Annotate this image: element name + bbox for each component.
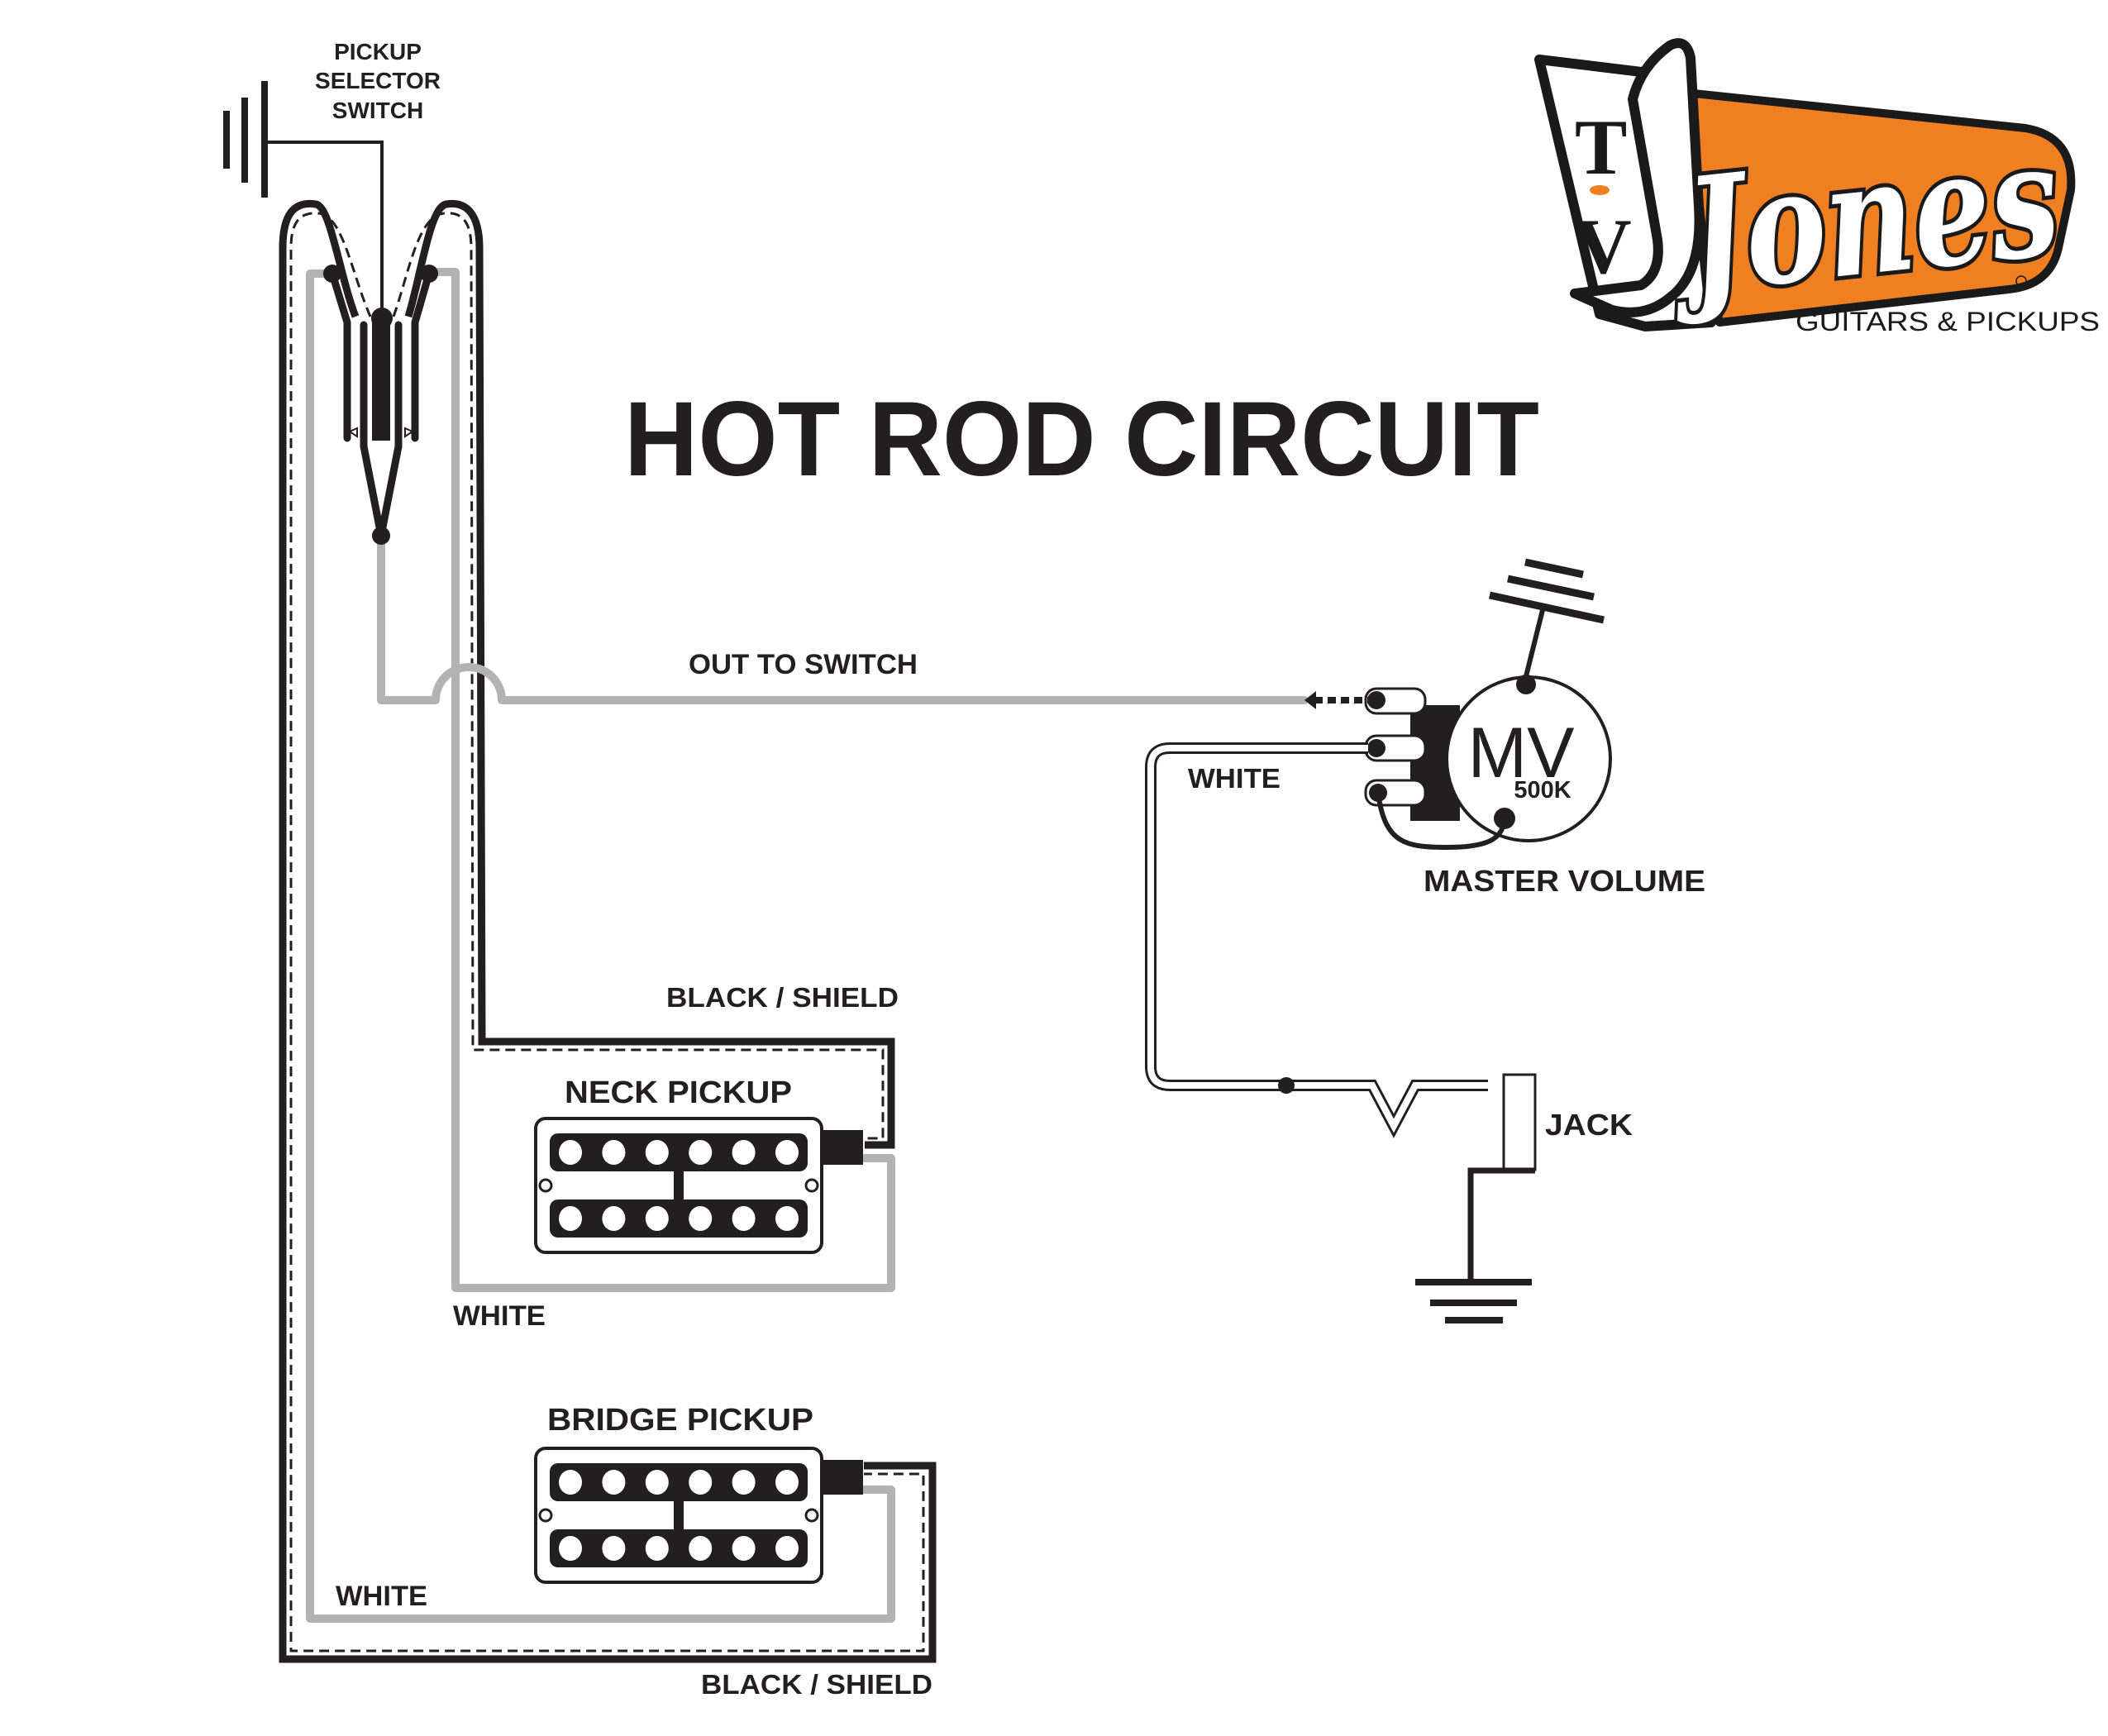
- switch-ground-icon: [223, 81, 384, 317]
- wire-junction-dot: [1278, 1077, 1295, 1094]
- pot-name: MV: [1468, 713, 1575, 793]
- out-to-switch-label: OUT TO SWITCH: [689, 649, 918, 680]
- arrow-left-icon: [1304, 691, 1368, 709]
- pot-value: 500K: [1514, 777, 1571, 804]
- pot-lug-output: [1367, 691, 1385, 709]
- pole-piece: [775, 1470, 799, 1495]
- pot-lug-wiper: [1367, 739, 1385, 757]
- neck-pickup-label: NECK PICKUP: [565, 1075, 792, 1110]
- bridge-pickup-label: BRIDGE PICKUP: [547, 1403, 813, 1438]
- label-line-selector: SELECTOR: [315, 68, 441, 93]
- jack-label: JACK: [1545, 1108, 1633, 1142]
- pole-piece: [602, 1206, 626, 1231]
- switch-terminal-common: [371, 308, 393, 329]
- pole-piece: [559, 1140, 582, 1165]
- neck-white-label: WHITE: [453, 1300, 546, 1332]
- white-wire-to-jack: [1145, 742, 1488, 1138]
- pole-piece: [689, 1140, 713, 1165]
- mounting-screw-icon: [538, 1178, 553, 1193]
- master-volume-pot[interactable]: MV 500K: [1304, 558, 1612, 851]
- logo-monogram-dot: [1590, 185, 1610, 195]
- pole-piece: [775, 1206, 799, 1231]
- bobbin: [550, 1133, 808, 1171]
- pole-piece: [645, 1536, 669, 1561]
- pickup-bridge-bar: [674, 1160, 684, 1209]
- bobbin: [550, 1529, 808, 1567]
- switch-terminal-output: [372, 527, 390, 545]
- jack-ground-icon: [1415, 1279, 1532, 1323]
- pole-piece: [645, 1206, 669, 1231]
- pot-ground-lug: [1516, 675, 1536, 694]
- pole-piece: [689, 1470, 713, 1495]
- pot-ground-icon: [1489, 558, 1605, 680]
- logo-brand-script: Jones: [1659, 107, 2067, 331]
- neck-pickup[interactable]: [534, 1117, 863, 1254]
- pole-piece: [645, 1140, 669, 1165]
- pole-piece: [732, 1206, 756, 1231]
- pole-piece: [559, 1206, 582, 1231]
- output-jack[interactable]: [1415, 1073, 1537, 1323]
- pole-piece: [775, 1536, 799, 1561]
- bridge-black-shield-label: BLACK / SHIELD: [701, 1669, 932, 1700]
- neck-white-wire: [425, 268, 895, 1292]
- bridge-pickup[interactable]: [534, 1447, 863, 1584]
- tv-jones-logo: T V Jones GUITARS & PICKUPS: [1534, 38, 2100, 336]
- neck-black-shield-label: BLACK / SHIELD: [666, 982, 899, 1013]
- bridge-white-wire: [306, 269, 895, 1623]
- pole-piece: [732, 1536, 756, 1561]
- pole-piece: [775, 1140, 799, 1165]
- mounting-screw-icon: [804, 1178, 819, 1193]
- pickup-lead-connector: [820, 1460, 863, 1495]
- pickup-lead-connector: [820, 1130, 863, 1165]
- bobbin: [550, 1463, 808, 1501]
- mounting-screw-icon: [804, 1508, 819, 1523]
- pot-lugs: [1364, 687, 1427, 807]
- label-line-switch: SWITCH: [332, 98, 423, 123]
- logo-monogram-v: V: [1575, 203, 1632, 290]
- pole-piece: [602, 1470, 626, 1495]
- pole-piece: [732, 1470, 756, 1495]
- switch-terminal-right: [420, 265, 438, 283]
- pole-piece: [559, 1536, 582, 1561]
- out-to-switch-wire: [377, 532, 1309, 704]
- jack-tip: [1502, 1073, 1537, 1171]
- logo-registered-mark: [2015, 275, 2027, 287]
- master-volume-label: MASTER VOLUME: [1424, 864, 1705, 898]
- white-to-jack-label: WHITE: [1188, 763, 1281, 794]
- logo-j-shape: [1570, 38, 1705, 317]
- pole-piece: [732, 1140, 756, 1165]
- bobbin: [550, 1199, 808, 1238]
- pickup-selector-switch-label: PICKUP SELECTOR SWITCH: [315, 39, 441, 123]
- bridge-white-label: WHITE: [336, 1581, 427, 1612]
- pole-piece: [559, 1470, 582, 1495]
- pole-piece: [645, 1470, 669, 1495]
- pickup-selector-switch[interactable]: [323, 265, 438, 545]
- pole-piece: [602, 1536, 626, 1561]
- bridge-black-shield-wire: [279, 199, 937, 1663]
- logo-orange-banner: [1666, 87, 2076, 327]
- diagram-title: HOT ROD CIRCUIT: [624, 380, 1539, 498]
- label-line-pickup: PICKUP: [334, 39, 422, 64]
- switch-terminal-left: [323, 265, 341, 283]
- neck-black-shield-wire: [404, 199, 895, 1149]
- logo-tagline: GUITARS & PICKUPS: [1796, 307, 2100, 336]
- bridge-shield-dash: [289, 212, 925, 1653]
- pickup-bridge-bar: [674, 1490, 684, 1539]
- pot-jumper-wire: [1376, 792, 1507, 851]
- pole-piece: [689, 1536, 713, 1561]
- mounting-screw-icon: [538, 1508, 553, 1523]
- pole-piece: [689, 1206, 713, 1231]
- pole-piece: [602, 1140, 626, 1165]
- logo-monogram-t: T: [1575, 103, 1627, 191]
